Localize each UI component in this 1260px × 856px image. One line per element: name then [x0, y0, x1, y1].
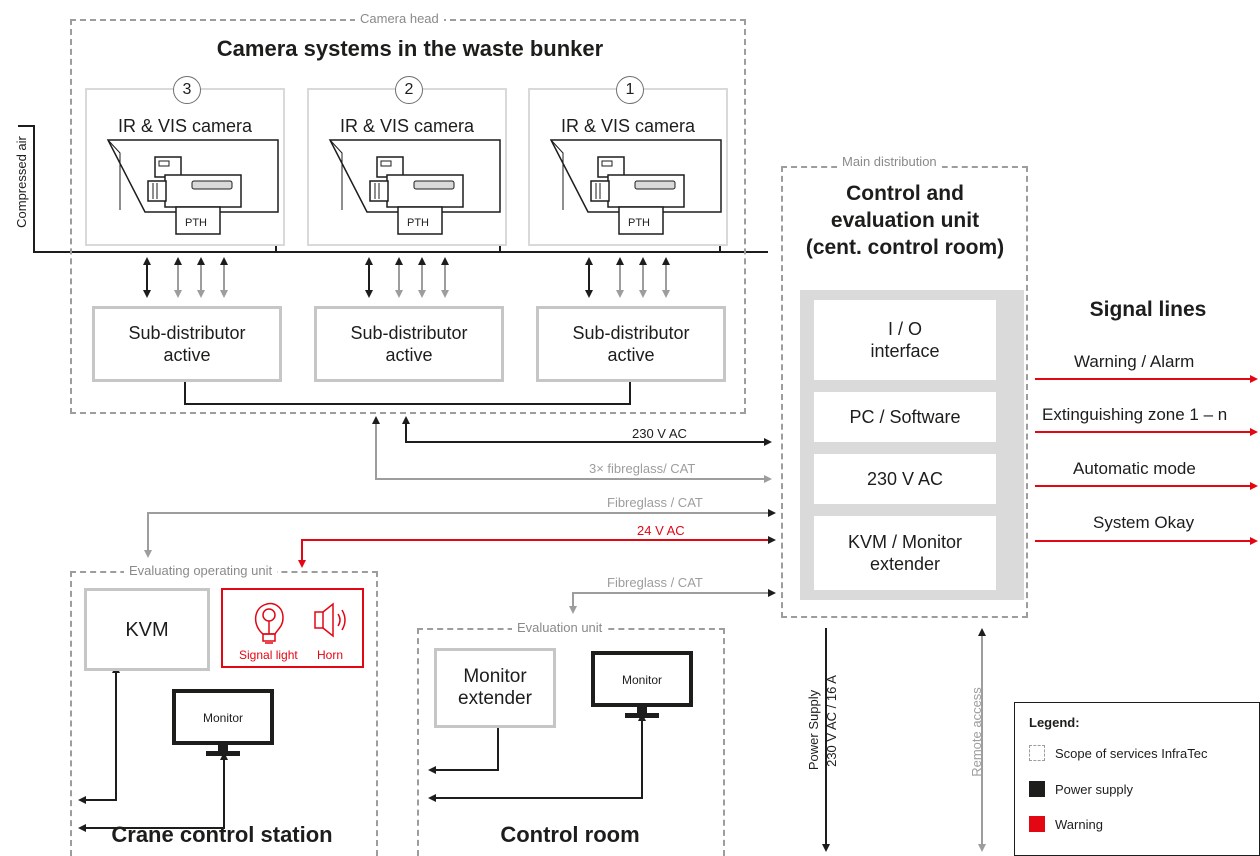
pth-label-3: PTH [185, 217, 207, 229]
camera-housing-icon [106, 139, 279, 235]
camera-number: 2 [395, 76, 423, 104]
title-line: (cent. control room) [805, 236, 1005, 259]
compressed-air-line [18, 125, 768, 253]
remote-access-label: Remote access [968, 687, 984, 777]
fibre-3x-line [372, 416, 772, 483]
evaluating-operating-unit-tag: Evaluating operating unit [124, 564, 278, 578]
legend-swatch-power [1029, 781, 1045, 797]
unit-label: 230 V AC [866, 469, 944, 489]
power-230-label: 230 V AC [632, 426, 687, 441]
monitor-icon [591, 651, 693, 718]
camera-label: IR & VIS camera [339, 116, 475, 136]
fibre-controlroom-line [569, 589, 776, 614]
legend: Legend: Scope of services InfraTec Power… [1014, 702, 1260, 856]
legend-item-scope: Scope of services InfraTec [1055, 746, 1208, 761]
extender-label: extender [458, 688, 532, 709]
power-supply-label: Power Supply [806, 689, 822, 771]
kvm-box: KVM [84, 588, 210, 671]
unit-label: KVM / Monitor [847, 532, 963, 552]
legend-item-power: Power supply [1055, 782, 1134, 797]
unit-label: PC / Software [849, 407, 961, 427]
cam2-arrows [365, 257, 449, 298]
controlroom-monitor: Monitor [591, 651, 693, 721]
pc-software-unit: PC / Software [814, 392, 996, 442]
compressed-air-label: Compressed air [13, 136, 29, 228]
signal-system-okay: System Okay [1093, 513, 1195, 532]
warning-devices-box: Signal light Horn [221, 588, 364, 668]
fibre-3x-label: 3× fibreglass/ CAT [589, 461, 696, 476]
pth-label-1: PTH [628, 217, 650, 229]
legend-item-warning: Warning [1055, 817, 1103, 832]
extender-label: Monitor [463, 666, 527, 687]
crane-monitor: Monitor [172, 689, 274, 759]
sub-distributor-label: Sub-distributor [572, 323, 690, 343]
sub-distributor-bus [184, 382, 631, 405]
ac-24-label: 24 V AC [637, 523, 685, 538]
control-room-title: Control room [500, 822, 640, 847]
sub-distributor-label: Sub-distributor [350, 323, 468, 343]
monitor-label: Monitor [202, 711, 243, 725]
camera-number: 3 [173, 76, 201, 104]
camera-head-title: Camera systems in the waste bunker [216, 36, 604, 61]
fibre-cat-label-1: Fibreglass / CAT [607, 495, 703, 510]
main-distribution-title: Control and evaluation unit (cent. contr… [783, 180, 1027, 261]
sub-distributor-label: active [385, 345, 433, 365]
warning-24v-line [298, 536, 776, 568]
camera-3: 3 IR & VIS camera [85, 76, 285, 246]
sub-distributor-label: active [607, 345, 655, 365]
sub-distributor-label: Sub-distributor [128, 323, 246, 343]
power-supply-rating-label: 230 V AC / 16 A [823, 675, 839, 767]
signal-automatic-mode: Automatic mode [1073, 459, 1196, 478]
camera-label: IR & VIS camera [560, 116, 696, 136]
evaluation-unit-tag: Evaluation unit [512, 621, 608, 635]
cam1-arrows [585, 257, 670, 298]
camera-label: IR & VIS camera [117, 116, 253, 136]
signal-light-icon [254, 602, 284, 644]
sub-distributor-label: active [163, 345, 211, 365]
signal-devices-icons [254, 602, 346, 644]
unit-label: I / O [887, 319, 922, 339]
camera-head-tag: Camera head [355, 12, 444, 26]
signal-extinguishing-zone: Extinguishing zone 1 – n [1042, 405, 1228, 424]
monitor-icon [172, 689, 274, 756]
title-line: Control and [846, 182, 964, 205]
crane-control-station-title: Crane control station [111, 822, 333, 847]
legend-swatch-warning [1029, 816, 1045, 832]
main-distribution-tag: Main distribution [837, 155, 942, 169]
unit-label: interface [870, 341, 940, 361]
signal-warning-alarm: Warning / Alarm [1074, 352, 1195, 371]
signal-light-label: Signal light [239, 648, 298, 662]
monitor-label: Monitor [621, 673, 662, 687]
camera-1: 1 IR & VIS camera [528, 76, 728, 246]
kvm-label: KVM [125, 618, 169, 641]
fibre-crane-line [144, 509, 776, 558]
horn-icon [314, 602, 346, 638]
camera-number: 1 [616, 76, 644, 104]
legend-title: Legend: [1029, 715, 1080, 730]
horn-label: Horn [317, 648, 344, 662]
cam3-arrows [143, 257, 228, 298]
power-230-unit: 230 V AC [814, 454, 996, 504]
fibre-cat-label-2: Fibreglass / CAT [607, 575, 703, 590]
legend-swatch-scope [1029, 745, 1045, 761]
title-line: evaluation unit [830, 209, 980, 232]
pth-label-2: PTH [407, 217, 429, 229]
unit-label: extender [869, 554, 941, 574]
signal-lines-title: Signal lines [1089, 298, 1207, 321]
